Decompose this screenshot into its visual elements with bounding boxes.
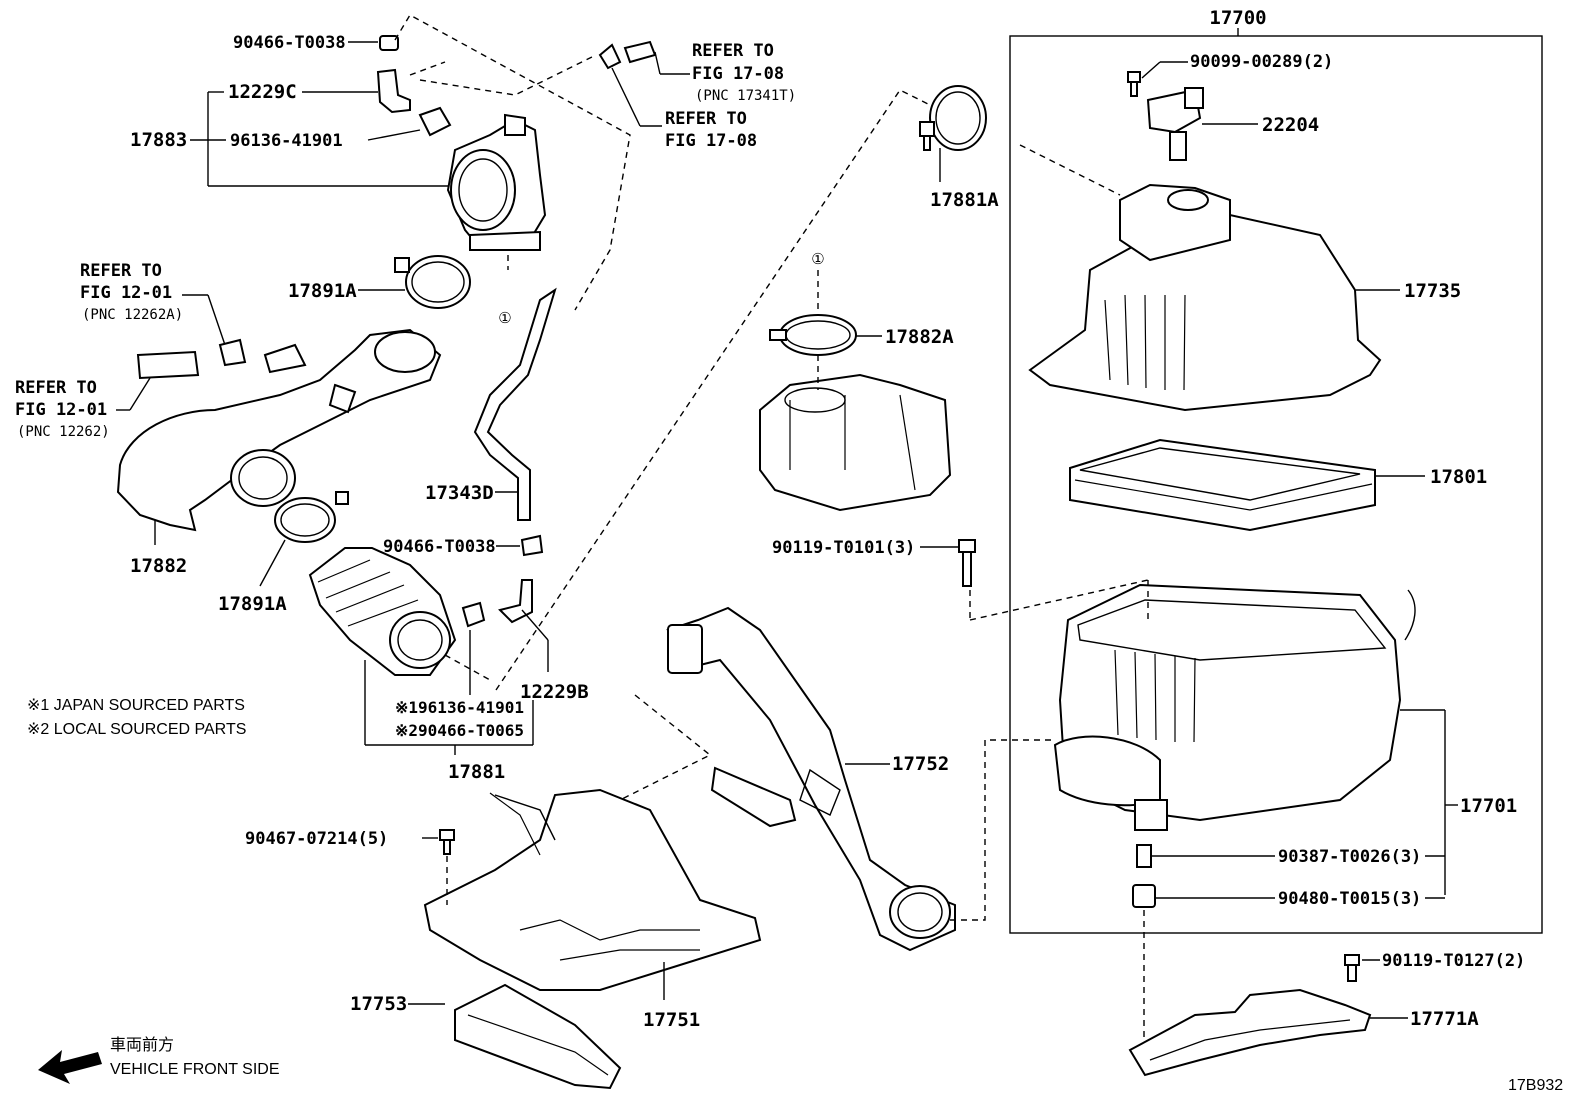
circle-one-b: ① [811,250,824,268]
label-17735[interactable]: 17735 [1404,280,1461,302]
ref1-line2[interactable]: FIG 17-08 [692,64,784,84]
label-17881A[interactable]: 17881A [930,189,999,211]
clip-90466-a-icon [379,35,399,51]
bolt-90119-a-icon [958,539,976,587]
label-17801[interactable]: 17801 [1430,466,1487,488]
label-17881-sub2[interactable]: ※290466-T0065 [395,721,524,740]
direction-label-en: VEHICLE FRONT SIDE [110,1061,280,1078]
hose-clamp-17882A [769,314,857,356]
ref4-line1: REFER TO [15,378,97,398]
hose-clamp-17891A-top [394,255,471,309]
label-90480[interactable]: 90480-T0015(3) [1278,889,1421,909]
bellows-hose-17881 [308,547,457,676]
label-22204[interactable]: 22204 [1262,114,1319,136]
label-17701[interactable]: 17701 [1460,795,1517,817]
hose-clamp-17891A-bottom [274,491,349,543]
label-96136[interactable]: 96136-41901 [230,131,343,151]
hose-17343D [473,287,557,521]
label-17343D[interactable]: 17343D [425,482,494,504]
fitting-12229C-icon [376,68,411,114]
label-17881[interactable]: 17881 [448,761,505,783]
label-12229C[interactable]: 12229C [228,81,297,103]
ref3-line1: REFER TO [80,261,162,281]
ref4-line2[interactable]: FIG 12-01 [15,400,107,420]
ref1-line3: (PNC 17341T) [695,88,796,104]
cushion-90480-icon [1132,884,1156,908]
intake-resonator [759,373,952,512]
ref1-line1: REFER TO [692,41,774,61]
duct-cover-17753 [454,983,622,1090]
label-12229B[interactable]: 12229B [520,681,589,703]
diagram-id: 17B932 [1508,1077,1563,1094]
label-17883[interactable]: 17883 [130,129,187,151]
bracket-17771A [1128,988,1372,1077]
grommet-90387-icon [1136,844,1152,868]
assembly-frame [1009,35,1543,934]
label-17751[interactable]: 17751 [643,1009,700,1031]
ref3-line2[interactable]: FIG 12-01 [80,283,172,303]
hose-clamp-17881A [919,85,987,151]
pipe-12262-icon [136,350,200,380]
circle-one-a: ① [498,309,511,327]
air-duct-17751 [423,788,762,991]
air-filter-element-17801 [1069,438,1376,532]
label-90466-b[interactable]: 90466-T0038 [383,537,496,557]
label-90099[interactable]: 90099-00289(2) [1190,52,1333,72]
label-17891A-bottom[interactable]: 17891A [218,593,287,615]
clip-90467-icon [439,829,455,855]
note-local-sourced: ※2 LOCAL SOURCED PARTS [27,721,246,738]
pipe-reference-1708 [598,40,657,70]
label-17753[interactable]: 17753 [350,993,407,1015]
ref2-line2[interactable]: FIG 17-08 [665,131,757,151]
clamp-96136-b-icon [461,601,486,628]
label-17771A[interactable]: 17771A [1410,1008,1479,1030]
label-90467[interactable]: 90467-07214(5) [245,829,388,849]
bolt-90119-b-icon [1344,954,1360,982]
label-17700[interactable]: 17700 [1209,7,1266,29]
label-90119-a[interactable]: 90119-T0101(3) [772,538,915,558]
air-cleaner-case-17701 [1053,583,1416,831]
direction-label-jp: 車両前方 [110,1036,174,1054]
note-japan-sourced: ※1 JAPAN SOURCED PARTS [27,697,245,714]
label-17882[interactable]: 17882 [130,555,187,577]
label-17882A[interactable]: 17882A [885,326,954,348]
ref2-line1: REFER TO [665,109,747,129]
label-17881-sub1[interactable]: ※196136-41901 [395,698,524,717]
throttle-adapter-17883 [446,113,547,251]
ref4-line3: (PNC 12262) [17,424,110,440]
label-17891A-top[interactable]: 17891A [288,280,357,302]
label-17752[interactable]: 17752 [892,753,949,775]
air-cleaner-assembly-group: 17700 90099-00289(2) 22204 17735 [969,7,1543,934]
ref3-line3: (PNC 12262A) [82,307,183,323]
clamp-96136-icon [418,106,452,137]
air-intake-hose-17882 [116,328,442,532]
bolt-90099-icon [1127,71,1141,97]
label-90466-a[interactable]: 90466-T0038 [233,33,346,53]
label-90119-b[interactable]: 90119-T0127(2) [1382,951,1525,971]
inlet-duct-17752 [666,606,956,952]
clip-90466-b-icon [520,534,544,557]
air-cleaner-cap-17735 [1028,183,1382,412]
connector-12262A-icon [218,338,247,367]
airflow-sensor-22204 [1146,87,1204,161]
front-arrow-icon [38,1050,102,1084]
label-90387[interactable]: 90387-T0026(3) [1278,847,1421,867]
